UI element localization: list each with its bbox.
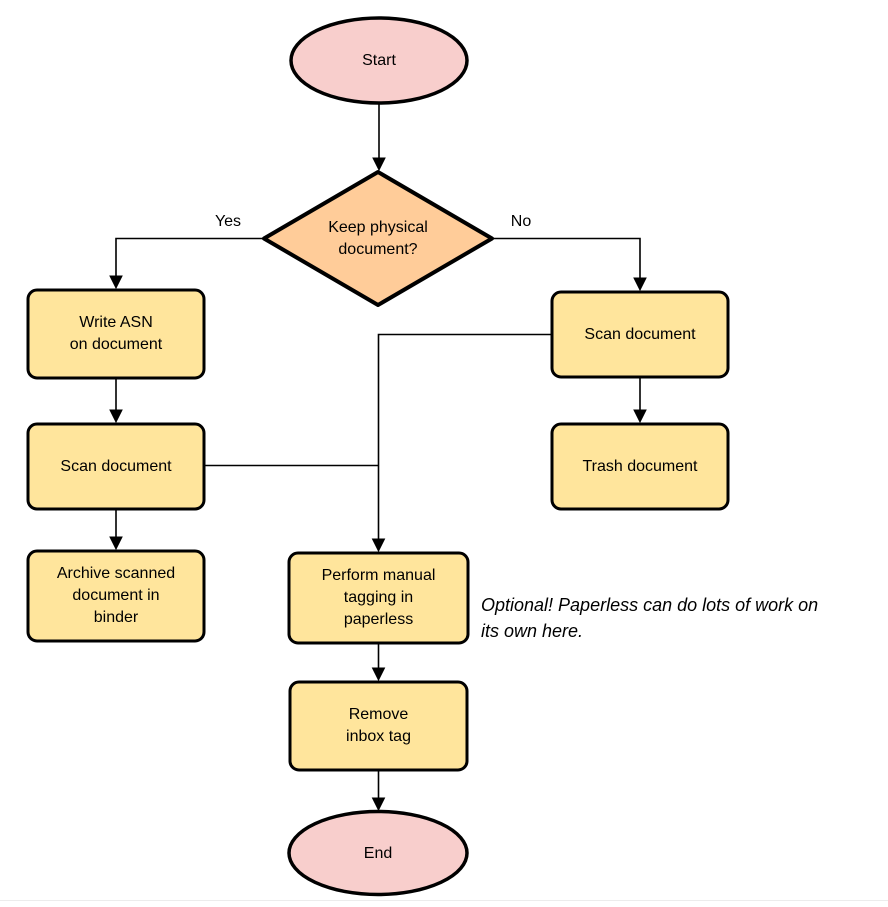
annotation-note: Optional! Paperless can do lots of work …: [481, 592, 887, 644]
write-asn-process-shape: [26, 288, 206, 380]
scan-right-process-shape: [550, 290, 730, 379]
scan-left-process-shape: [26, 422, 206, 511]
page-bottom-border: [0, 900, 888, 901]
decision-diamond-shape: [262, 170, 494, 307]
trash-process-shape: [550, 422, 730, 511]
end-terminal-shape: [287, 809, 469, 897]
edge-decision-yes-to-write-asn: [109, 237, 264, 290]
remove-inbox-process-shape: [288, 680, 469, 772]
tagging-process-shape: [287, 551, 470, 645]
start-terminal-shape: [289, 16, 469, 105]
edge-decision-no-to-scan-right: [492, 237, 647, 292]
annotation-line: its own here.: [481, 621, 584, 641]
edge-scan-right-to-tagging: [371, 333, 552, 553]
archive-process-shape: [26, 549, 206, 643]
annotation-line: Optional! Paperless can do lots of work …: [481, 595, 819, 615]
